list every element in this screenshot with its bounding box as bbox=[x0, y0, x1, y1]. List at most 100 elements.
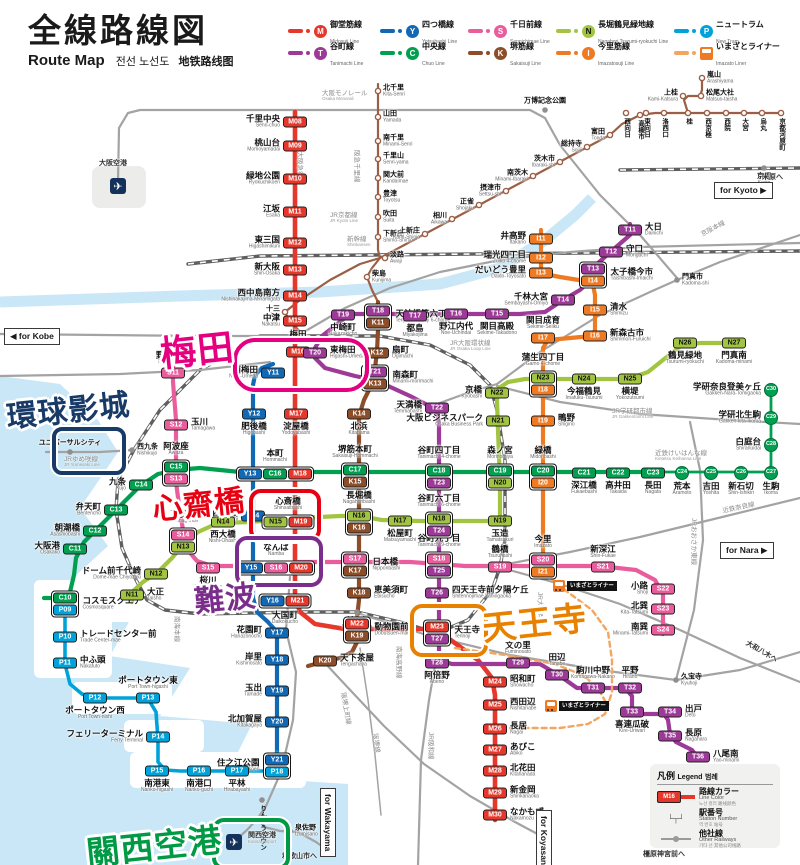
station-badge-T27: T27 bbox=[425, 633, 449, 645]
station-C13: C13 bbox=[104, 504, 128, 516]
station-M15: M15 bbox=[283, 315, 307, 327]
line-name-label: 阪急千里線 bbox=[353, 150, 360, 183]
station-badge-C22: C22 bbox=[606, 467, 630, 479]
station-M13: M13 bbox=[283, 264, 307, 276]
station-badge-T12: T12 bbox=[599, 246, 623, 258]
station-badge-C20: C20 bbox=[531, 465, 555, 477]
station-K12: K12 bbox=[365, 347, 389, 359]
station-S11: S11 bbox=[161, 367, 185, 379]
station-badge-S11: S11 bbox=[161, 367, 185, 379]
station-T34: T34 bbox=[658, 706, 682, 718]
line-color-sample bbox=[681, 795, 695, 799]
station-badge-S16: S16 bbox=[264, 562, 288, 574]
station-dot bbox=[475, 201, 483, 209]
station-badge-N24: N24 bbox=[572, 373, 596, 385]
station-Y17: Y17 bbox=[265, 627, 289, 639]
station-badge-N12: N12 bbox=[144, 568, 168, 580]
station-badge-T22: T22 bbox=[425, 402, 449, 414]
station-T11: T11 bbox=[618, 224, 642, 236]
station-dot bbox=[448, 215, 456, 223]
station-badge-S19: S19 bbox=[488, 561, 512, 573]
station-badge-C29: C29 bbox=[764, 411, 778, 425]
station-badge-P13: P13 bbox=[136, 692, 160, 704]
station-dot bbox=[529, 172, 537, 180]
map-note: 和歌山市へ bbox=[282, 853, 317, 860]
station-P15: P15 bbox=[145, 765, 169, 777]
station-badge-S18: S18 bbox=[427, 553, 451, 565]
direction-chip: for Wakayama bbox=[320, 788, 336, 858]
legend-box-title: 凡例 Legend 범례 bbox=[657, 769, 773, 785]
station-badge-N23: N23 bbox=[531, 372, 555, 384]
station-dot bbox=[374, 233, 382, 241]
station-badge-S15: S15 bbox=[196, 562, 220, 574]
station-N27: N27 bbox=[722, 337, 746, 349]
station-badge-Y12: Y12 bbox=[242, 408, 266, 420]
other-station-label: 高槻市 bbox=[636, 120, 644, 140]
line-name-label: JRおおさか東線 bbox=[690, 518, 697, 565]
station-dot bbox=[697, 92, 705, 100]
station-badge-I18: I18 bbox=[531, 384, 555, 396]
station-dot bbox=[259, 797, 265, 803]
station-P12: P12 bbox=[83, 692, 107, 704]
station-T30: T30 bbox=[545, 669, 569, 681]
rail-nankai-koya bbox=[322, 660, 547, 840]
station-badge-Y17: Y17 bbox=[265, 627, 289, 639]
station-dot bbox=[684, 109, 692, 117]
bus-icon bbox=[545, 700, 557, 712]
station-badge-I13: I13 bbox=[529, 267, 553, 279]
station-badge-C15: C15 bbox=[164, 461, 188, 473]
rail-kintetsu-osaka bbox=[500, 566, 800, 684]
station-badge-M08: M08 bbox=[283, 116, 307, 128]
station-badge-T19: T19 bbox=[331, 309, 355, 321]
map-note: 橿原神宮前へ bbox=[643, 851, 685, 858]
station-P10: P10 bbox=[53, 631, 77, 643]
other-station-label: 万博記念公園 bbox=[524, 97, 566, 105]
station-M26: M26 bbox=[483, 723, 507, 735]
station-badge-T23: T23 bbox=[427, 477, 451, 489]
station-C30: C30 bbox=[764, 383, 778, 397]
station-badge-M20: M20 bbox=[289, 562, 313, 574]
station-badge-T33: T33 bbox=[620, 706, 644, 718]
station-badge-I19: I19 bbox=[531, 415, 555, 427]
